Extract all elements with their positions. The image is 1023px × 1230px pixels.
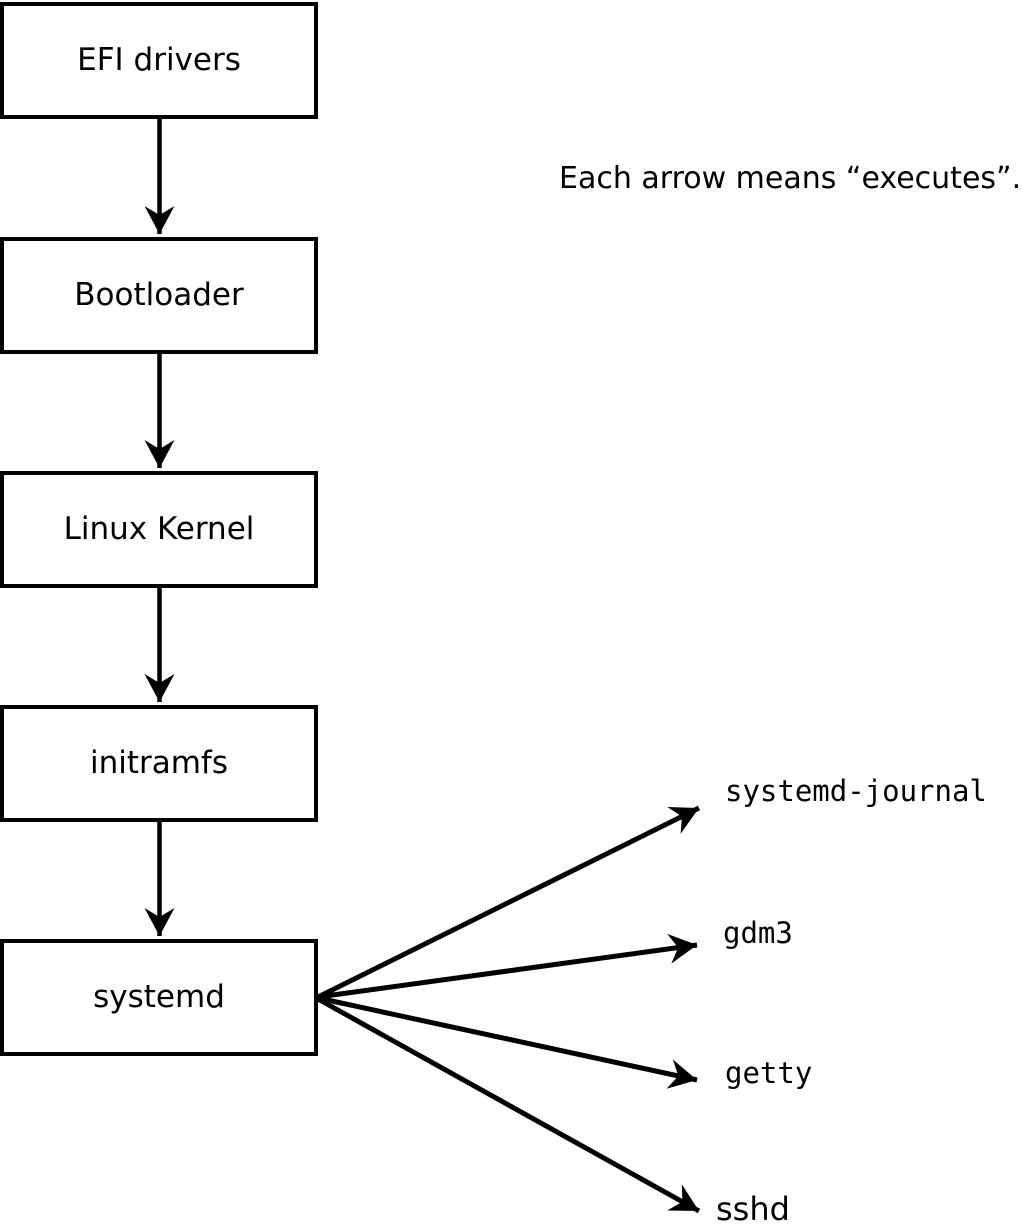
node-label: systemd bbox=[93, 979, 225, 1015]
arrow-systemd-to-gdm3 bbox=[317, 933, 698, 1000]
arrow-systemd-to-sshd bbox=[316, 996, 701, 1214]
label-gdm3: gdm3 bbox=[723, 916, 793, 950]
node-efi-drivers: EFI drivers bbox=[0, 2, 318, 119]
node-initramfs: initramfs bbox=[0, 705, 318, 822]
arrow-systemd-to-getty bbox=[317, 995, 698, 1089]
label-sshd: sshd bbox=[716, 1190, 790, 1228]
label-systemd-journal: systemd-journal bbox=[725, 774, 987, 808]
node-label: initramfs bbox=[89, 745, 229, 781]
label-getty: getty bbox=[725, 1056, 813, 1090]
arrow-systemd-to-systemd-journal bbox=[316, 805, 701, 1000]
node-systemd: systemd bbox=[0, 939, 318, 1056]
node-label: Bootloader bbox=[74, 277, 244, 313]
node-label: Linux Kernel bbox=[63, 511, 255, 547]
node-label: EFI drivers bbox=[77, 42, 241, 78]
caption-arrow-meaning: Each arrow means “executes”. bbox=[559, 161, 1022, 196]
node-bootloader: Bootloader bbox=[0, 237, 318, 354]
node-linux-kernel: Linux Kernel bbox=[0, 471, 318, 588]
